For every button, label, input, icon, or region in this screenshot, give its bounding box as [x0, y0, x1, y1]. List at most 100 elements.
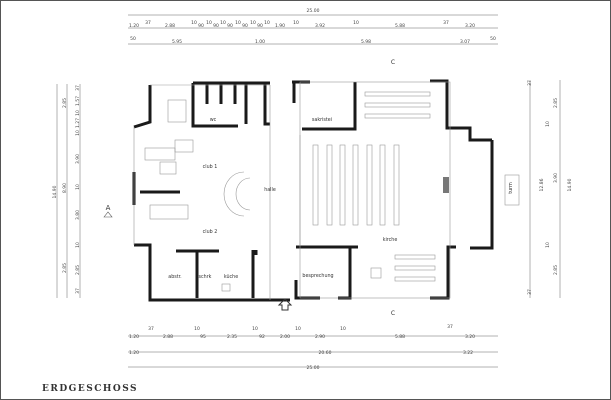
- dim: 3.20: [465, 23, 475, 29]
- dim: 37: [148, 326, 154, 332]
- dim-top-overall: 25.00: [307, 8, 320, 14]
- dim: 1.27: [75, 118, 81, 128]
- dim: 3.07: [460, 39, 470, 45]
- dim: 3.80: [75, 210, 81, 220]
- dim: 37: [145, 20, 151, 26]
- dim-left-overall: 14.90: [52, 185, 58, 198]
- dim: 5.88: [395, 334, 405, 340]
- dim: 20.60: [319, 350, 332, 356]
- dim: 95: [200, 334, 206, 340]
- dim: 10: [75, 110, 81, 116]
- dim: 2.00: [280, 334, 290, 340]
- dim: 10: [252, 326, 258, 332]
- entrance-arrow-icon: [277, 298, 293, 311]
- dim: 90: [257, 23, 263, 29]
- room-kirche: kirche: [383, 237, 398, 243]
- dim: 5.88: [395, 23, 405, 29]
- dim: 10: [295, 326, 301, 332]
- dim: 2.85: [75, 265, 81, 275]
- dims-top-row2: 50 5.95 1.00 5.98 3.07 50: [130, 36, 496, 45]
- dim: 10: [206, 20, 212, 26]
- room-club-2: club 2: [203, 229, 218, 235]
- dim: 10: [75, 184, 81, 190]
- dim: 1.20: [129, 23, 139, 29]
- dim: 1.20: [129, 334, 139, 340]
- section-marker-c-bottom: C: [391, 310, 395, 317]
- dim: 10: [220, 20, 226, 26]
- dim: 37: [75, 85, 81, 91]
- dim: 90: [213, 23, 219, 29]
- dim: 2.85: [62, 98, 68, 108]
- dim: 2.85: [62, 263, 68, 273]
- dim: 37: [447, 324, 453, 330]
- room-club-1: club 1: [203, 164, 218, 170]
- room-kueche: küche: [224, 274, 238, 280]
- dim: 90: [198, 23, 204, 29]
- dim: 3.20: [465, 334, 475, 340]
- dim: 37: [75, 288, 81, 294]
- dim: 3.92: [315, 23, 325, 29]
- room-schrk: schrk: [199, 274, 212, 280]
- dim: 50: [130, 36, 136, 42]
- thin-lines: [133, 81, 451, 300]
- dim: 10: [353, 20, 359, 26]
- dim: 10: [250, 20, 256, 26]
- dim: 10: [545, 121, 551, 127]
- dim: 2.88: [165, 23, 175, 29]
- dim: 3.22: [463, 350, 473, 356]
- dim: 90: [227, 23, 233, 29]
- dim: 5.95: [172, 39, 182, 45]
- dim: 2.90: [315, 334, 325, 340]
- dim: 10: [340, 326, 346, 332]
- dim: 2.35: [227, 334, 237, 340]
- dim: 1.20: [129, 350, 139, 356]
- room-turm: turm: [508, 182, 514, 194]
- section-marker-a: A: [106, 204, 111, 212]
- pews: [312, 91, 449, 282]
- dim: 92: [259, 334, 265, 340]
- dims-bottom-row2: 1.20 20.60 3.22: [129, 350, 473, 356]
- dim: 2.88: [163, 334, 173, 340]
- dim: 37: [443, 20, 449, 26]
- dim-right-inner: 12.86: [539, 178, 545, 191]
- tower-outline: [504, 174, 520, 206]
- dim: 2.85: [553, 265, 559, 275]
- section-marker-c-top: C: [391, 59, 395, 66]
- dim: 1.00: [255, 39, 265, 45]
- dim-right-overall: 14.90: [567, 178, 573, 191]
- altar: [443, 177, 449, 193]
- dim: 90: [242, 23, 248, 29]
- dim: 50: [490, 36, 496, 42]
- dim: 1.57: [75, 96, 81, 106]
- dim: 3.90: [553, 173, 559, 183]
- dim: 37: [527, 80, 533, 86]
- room-besprechung: besprechung: [302, 273, 333, 279]
- dim: 10: [264, 20, 270, 26]
- dim: 10: [293, 20, 299, 26]
- dim: 10: [545, 242, 551, 248]
- drawing-title: ERDGESCHOSS: [42, 384, 138, 394]
- dimension-lines: [56, 14, 561, 368]
- dim-bottom-overall: 25.00: [307, 365, 320, 371]
- dims-top-row1: 1.20 37 2.88 10 90 10 90 10 90 10 90 10 …: [129, 20, 475, 29]
- dims-right-row: 37 2.85 10 3.90 10 2.85 37: [527, 80, 559, 295]
- dim: 3.90: [75, 154, 81, 164]
- dim: 10: [235, 20, 241, 26]
- furniture: [144, 99, 231, 292]
- room-halle: halle: [264, 187, 276, 193]
- dim: 37: [527, 289, 533, 295]
- dim: 2.85: [553, 98, 559, 108]
- room-sakristei: sakristei: [312, 117, 332, 123]
- room-abstr: abstr.: [168, 274, 181, 280]
- dims-left-row1: 37 1.57 10 1.27 10 3.90 10 3.80 10 2.85 …: [75, 85, 81, 294]
- section-arrow-icon: [103, 211, 113, 218]
- dim: 10: [75, 242, 81, 248]
- dims-bottom-row1: 1.20 37 2.88 10 95 2.35 10 92 2.00 10 2.…: [129, 324, 475, 340]
- dims-left-row2: 2.85 8.90 2.85: [62, 98, 68, 273]
- room-wc: wc: [210, 118, 217, 123]
- dim: 10: [75, 130, 81, 136]
- dim: 10: [194, 326, 200, 332]
- dim: 1.90: [275, 23, 285, 29]
- dim: 5.98: [361, 39, 371, 45]
